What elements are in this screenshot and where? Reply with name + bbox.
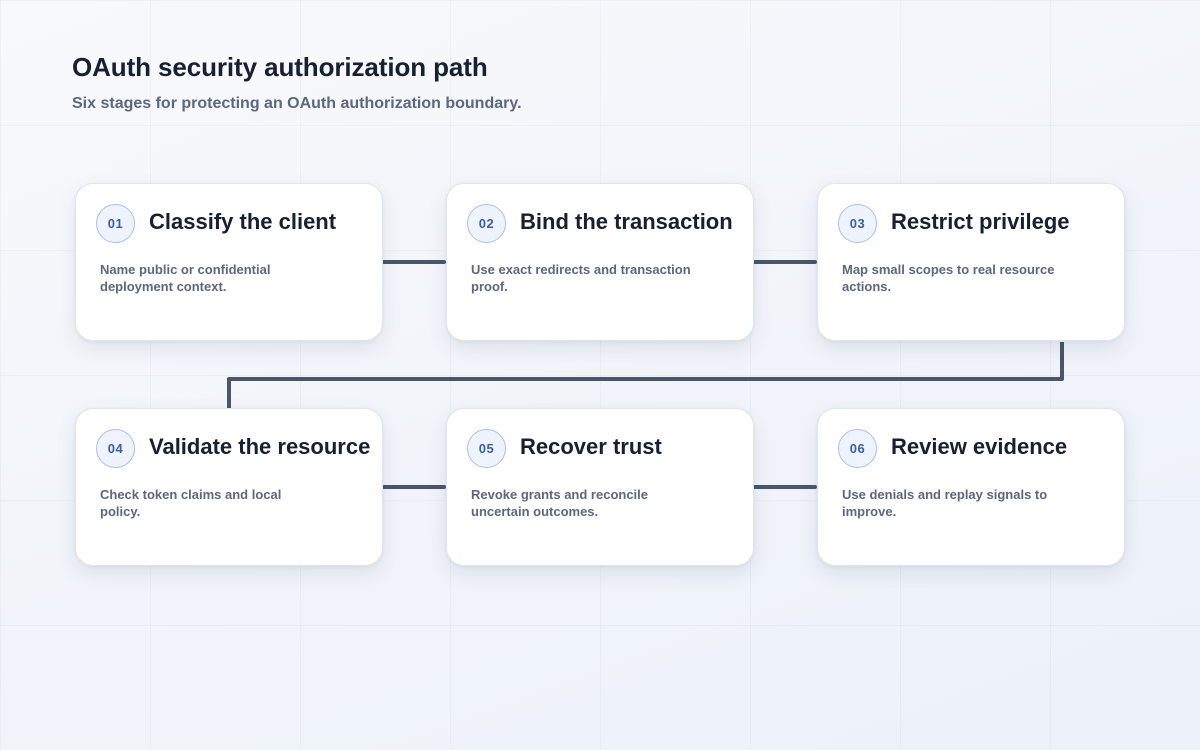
stage-card-3: 03 Restrict privilege Map small scopes t… — [817, 183, 1125, 341]
stage-number-badge: 06 — [838, 429, 877, 468]
stage-description: Use exact redirects and transaction proo… — [471, 262, 691, 294]
stage-description: Use denials and replay signals to improv… — [842, 487, 1048, 519]
stage-card-2: 02 Bind the transaction Use exact redire… — [446, 183, 754, 341]
stage-card-6: 06 Review evidence Use denials and repla… — [817, 408, 1125, 566]
stage-card-1: 01 Classify the client Name public or co… — [75, 183, 383, 341]
stage-description: Name public or confidential deployment c… — [100, 262, 271, 294]
stage-card-4: 04 Validate the resource Check token cla… — [75, 408, 383, 566]
stage-number-badge: 02 — [467, 204, 506, 243]
stage-title: Classify the client — [149, 209, 337, 234]
stage-title: Validate the resource — [149, 434, 371, 459]
stage-card-5: 05 Recover trust Revoke grants and recon… — [446, 408, 754, 566]
page-title: OAuth security authorization path — [72, 52, 488, 82]
stage-number-badge: 01 — [96, 204, 135, 243]
stage-title: Review evidence — [891, 434, 1068, 459]
page-subtitle: Six stages for protecting an OAuth autho… — [72, 95, 522, 112]
stage-number-badge: 04 — [96, 429, 135, 468]
stage-title: Restrict privilege — [891, 209, 1070, 234]
stage-description: Revoke grants and reconcile uncertain ou… — [471, 487, 649, 519]
connector-3-4 — [227, 342, 1064, 408]
stage-number-badge: 03 — [838, 204, 877, 243]
stage-title: Recover trust — [520, 434, 662, 459]
stage-description: Map small scopes to real resource action… — [842, 262, 1055, 294]
stage-description: Check token claims and local policy. — [100, 487, 282, 519]
stage-number-badge: 05 — [467, 429, 506, 468]
stage-title: Bind the transaction — [520, 209, 733, 234]
